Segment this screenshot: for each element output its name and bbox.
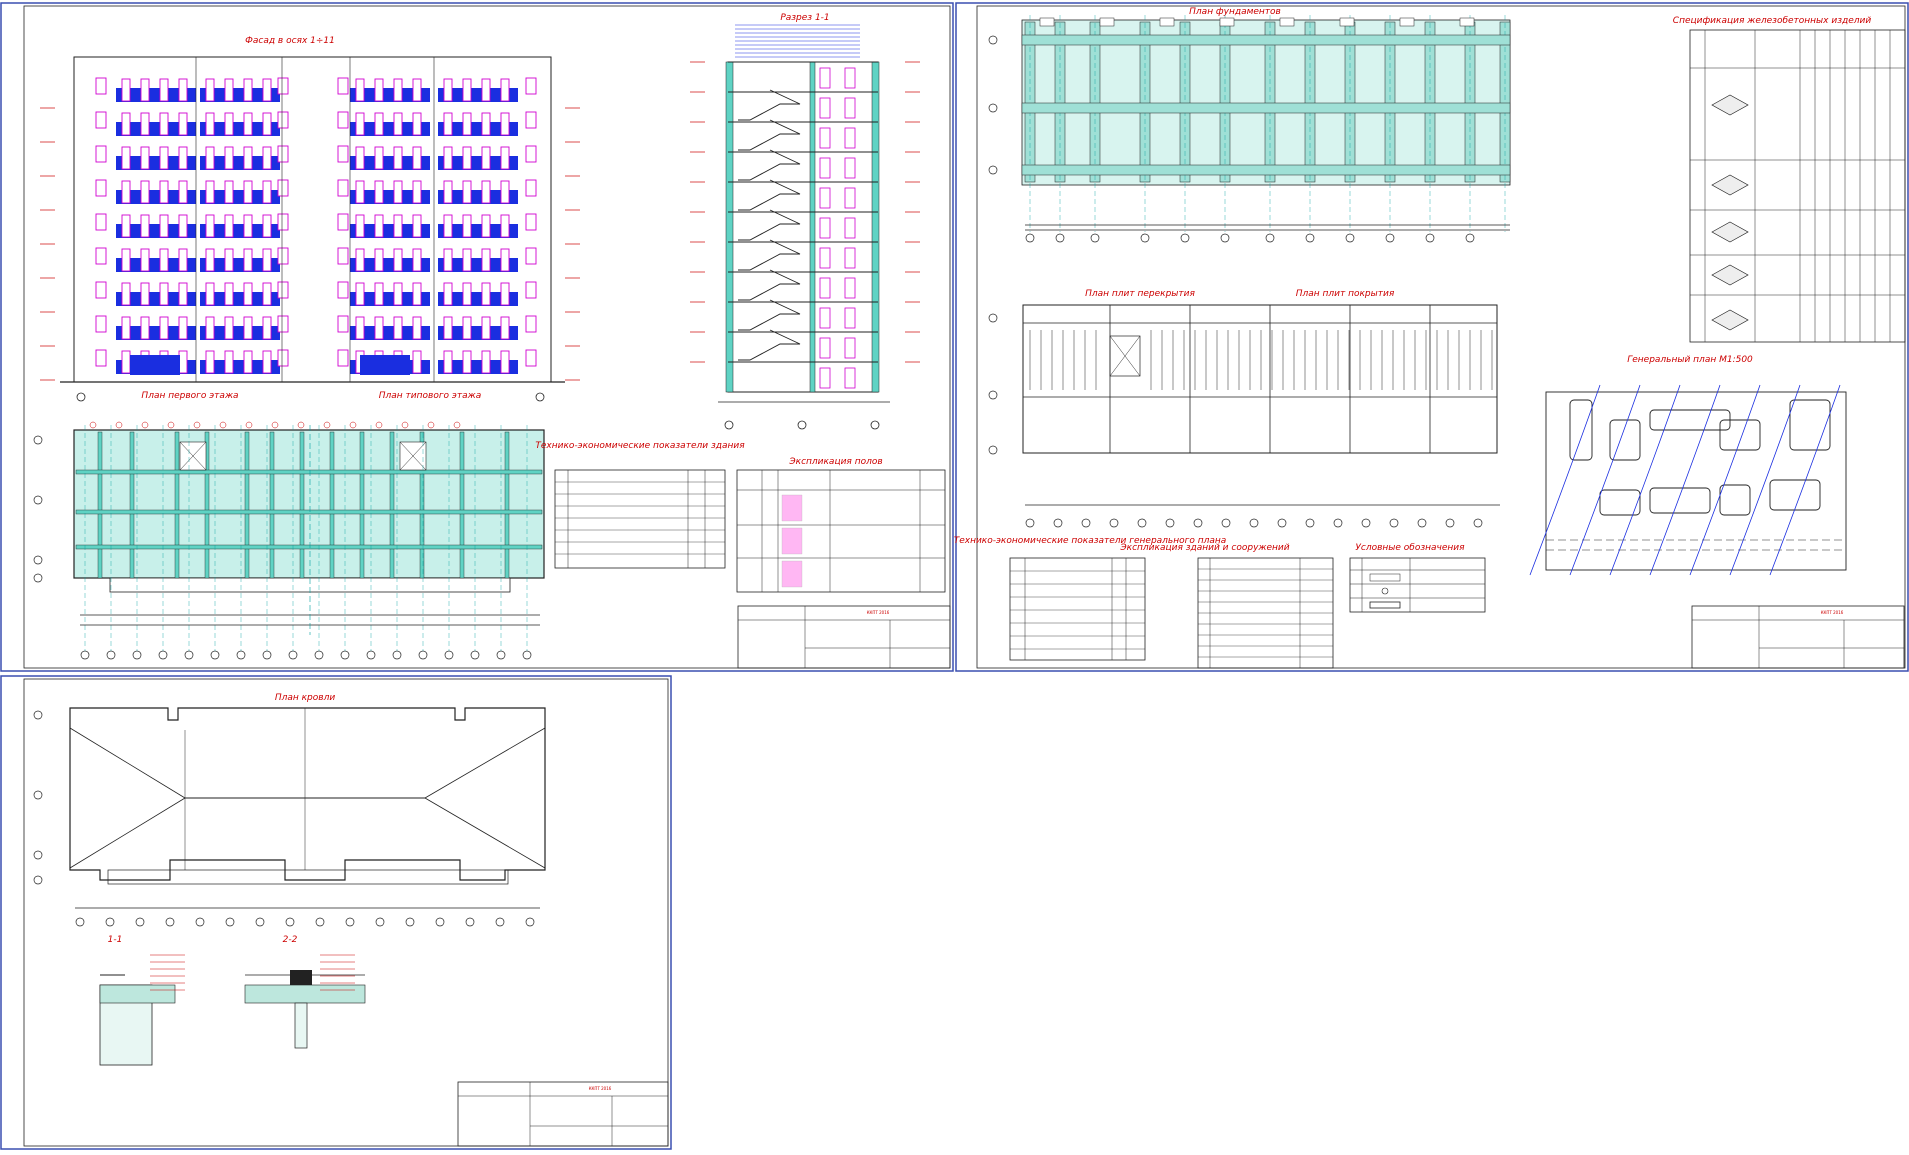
roof-plan-drawing: План кровли bbox=[33, 693, 546, 927]
tep-site-table: Технико-экономические показатели генерал… bbox=[954, 536, 1227, 661]
tep-site-title: Технико-экономические показатели генерал… bbox=[954, 536, 1227, 546]
slab-plan-drawing: План плит перекрытия План плит покрытия bbox=[988, 289, 1500, 528]
expl-site-title: Экспликация зданий и сооружений bbox=[1119, 543, 1289, 553]
sheet-frame-2 bbox=[955, 2, 1909, 672]
title-block-3: ККПТ 2016 bbox=[457, 1081, 669, 1147]
legend-title: Условные обозначения bbox=[1355, 543, 1465, 553]
roof-plan-title: План кровли bbox=[275, 693, 335, 703]
stamp-3: ККПТ 2016 bbox=[589, 1086, 612, 1091]
section-drawing: Разрез 1-1 bbox=[690, 13, 920, 430]
sheet-frame-1 bbox=[0, 2, 954, 672]
sheet-frame-3 bbox=[0, 675, 672, 1150]
plan-typical-title: План типового этажа bbox=[379, 391, 482, 401]
genplan-title: Генеральный план М1:500 bbox=[1627, 355, 1753, 365]
spec-table: Спецификация железобетонных изделий bbox=[1673, 16, 1906, 343]
foundation-title: План фундаментов bbox=[1189, 7, 1281, 17]
floor-explication-table: Экспликация полов bbox=[736, 457, 946, 593]
site-explication-table: Экспликация зданий и сооружений bbox=[1119, 543, 1334, 669]
spec-title: Спецификация железобетонных изделий bbox=[1673, 16, 1872, 26]
floor-plan-drawing: План первого этажа План типового этажа bbox=[33, 391, 545, 660]
tep-building-title: Технико-экономические показатели здания bbox=[535, 441, 745, 451]
site-plan-drawing: Генеральный план М1:500 bbox=[1529, 355, 1847, 576]
node-details: 1-1 2-2 bbox=[99, 935, 366, 1066]
facade-title: Фасад в осях 1÷11 bbox=[245, 36, 335, 46]
node1-title: 1-1 bbox=[108, 935, 123, 945]
stamp-2: ККПТ 2016 bbox=[1821, 610, 1844, 615]
stamp-1: ККПТ 2016 bbox=[867, 610, 890, 615]
title-block-2: ККПТ 2016 bbox=[1691, 605, 1905, 669]
foundation-plan-drawing: План фундаментов bbox=[988, 7, 1511, 243]
floors-expl-title: Экспликация полов bbox=[788, 457, 882, 467]
section-title: Разрез 1-1 bbox=[780, 13, 829, 23]
title-block-1: ККПТ 2016 bbox=[737, 605, 951, 669]
facade-drawing: Фасад в осях 1÷11 bbox=[40, 36, 580, 402]
slab-roof-title: План плит покрытия bbox=[1296, 289, 1395, 299]
node2-title: 2-2 bbox=[283, 935, 298, 945]
slab-typical-title: План плит перекрытия bbox=[1085, 289, 1195, 299]
plan-first-title: План первого этажа bbox=[141, 391, 238, 401]
tep-building-table: Технико-экономические показатели здания bbox=[535, 441, 745, 569]
legend-table: Условные обозначения bbox=[1349, 543, 1486, 613]
